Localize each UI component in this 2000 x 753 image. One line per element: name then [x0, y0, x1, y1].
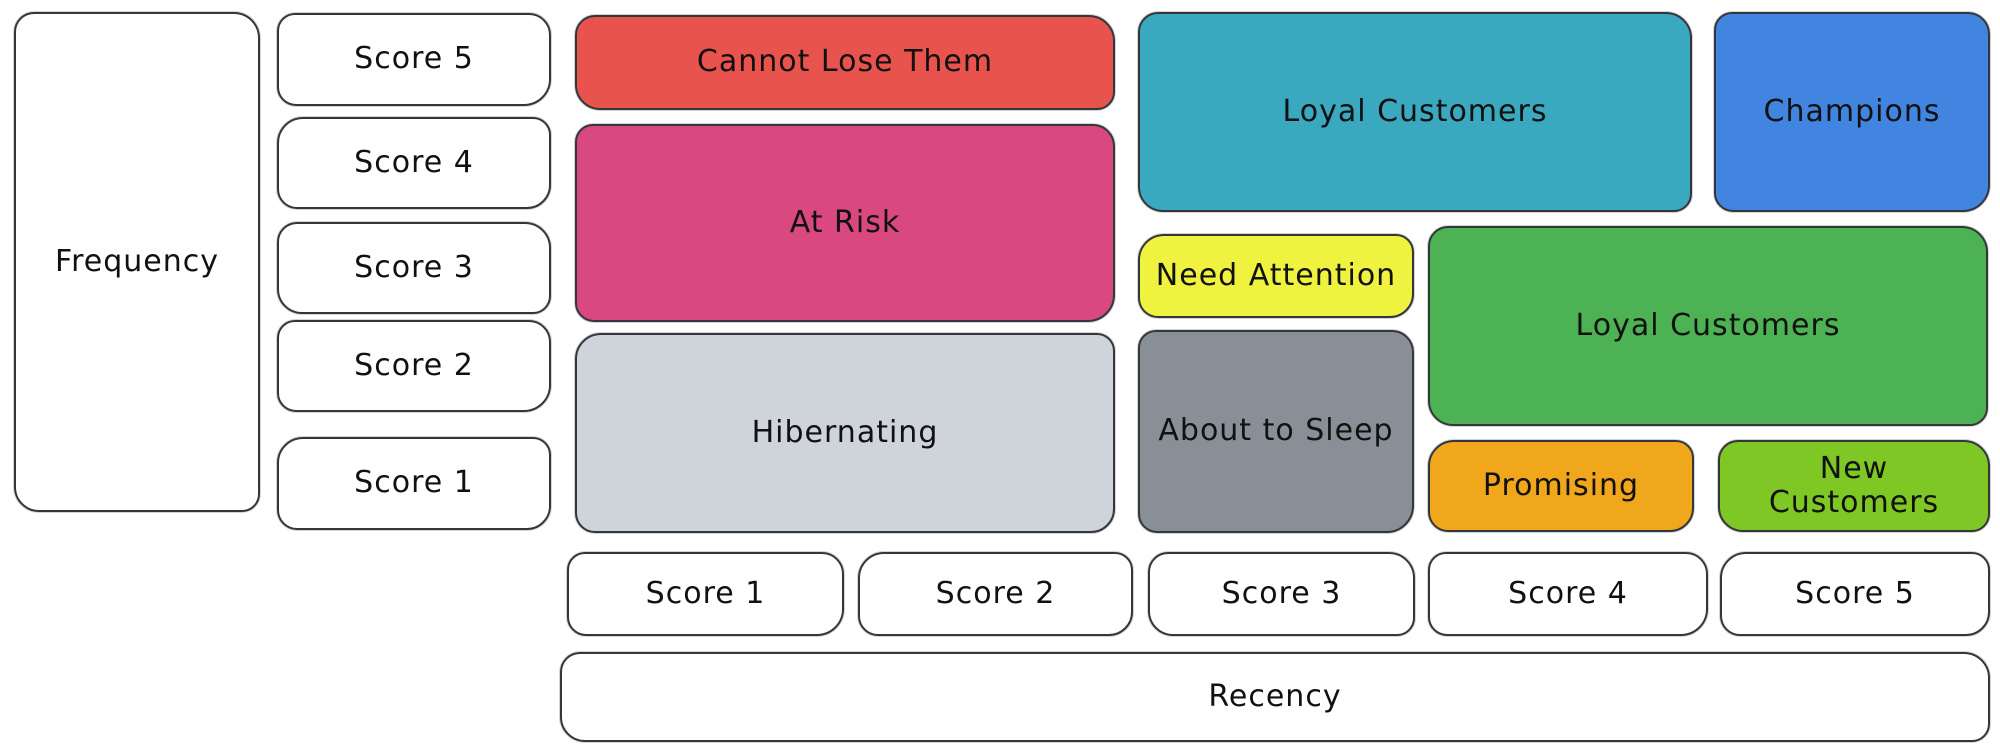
- segment-loyal-customers-top: Loyal Customers: [1138, 12, 1692, 212]
- frequency-score-box-1-label: Score 1: [354, 465, 474, 501]
- frequency-score-box-5-label: Score 5: [354, 41, 474, 77]
- segment-at-risk-label: At Risk: [789, 204, 901, 240]
- recency-score-box-4: Score 4: [1428, 552, 1708, 636]
- frequency-score-box-3: Score 3: [277, 222, 551, 314]
- frequency-axis-label-box-label: Frequency: [55, 243, 219, 279]
- frequency-score-box-5: Score 5: [277, 13, 551, 106]
- frequency-score-box-2-label: Score 2: [354, 347, 474, 383]
- frequency-score-box-1: Score 1: [277, 437, 551, 530]
- segment-hibernating-label: Hibernating: [751, 414, 939, 450]
- segment-about-to-sleep: About to Sleep: [1138, 330, 1414, 533]
- segment-new-customers-label: New Customers: [1768, 450, 1940, 520]
- recency-score-box-1-label: Score 1: [645, 575, 766, 611]
- recency-score-box-2: Score 2: [858, 552, 1133, 636]
- segment-promising: Promising: [1428, 440, 1694, 532]
- segment-champions-label: Champions: [1763, 93, 1941, 129]
- frequency-score-box-4-label: Score 4: [354, 144, 474, 180]
- segment-cannot-lose-them: Cannot Lose Them: [575, 15, 1115, 110]
- segment-promising-label: Promising: [1482, 467, 1640, 503]
- recency-score-box-5-label: Score 5: [1795, 575, 1915, 611]
- recency-score-box-5: Score 5: [1720, 552, 1990, 636]
- segment-at-risk: At Risk: [575, 124, 1115, 322]
- frequency-axis-label-box: Frequency: [14, 12, 260, 512]
- recency-score-box-1: Score 1: [567, 552, 844, 636]
- segment-loyal-customers-mid-label: Loyal Customers: [1575, 307, 1841, 343]
- segment-loyal-customers-top-label: Loyal Customers: [1282, 93, 1548, 129]
- segment-need-attention: Need Attention: [1138, 234, 1414, 318]
- frequency-score-box-3-label: Score 3: [354, 249, 474, 285]
- segment-cannot-lose-them-label: Cannot Lose Them: [696, 44, 994, 80]
- recency-score-box-3-label: Score 3: [1221, 575, 1342, 611]
- segment-new-customers: New Customers: [1718, 440, 1990, 532]
- frequency-score-box-4: Score 4: [277, 117, 551, 209]
- recency-axis-label-box: Recency: [560, 652, 1990, 742]
- segment-need-attention-label: Need Attention: [1155, 257, 1397, 293]
- segment-champions: Champions: [1714, 12, 1990, 212]
- segment-about-to-sleep-label: About to Sleep: [1158, 413, 1394, 449]
- recency-score-box-3: Score 3: [1148, 552, 1415, 636]
- segment-loyal-customers-mid: Loyal Customers: [1428, 226, 1988, 426]
- recency-score-box-2-label: Score 2: [935, 575, 1056, 611]
- frequency-score-box-2: Score 2: [277, 320, 551, 412]
- recency-axis-label-box-label: Recency: [1208, 678, 1342, 714]
- segment-hibernating: Hibernating: [575, 333, 1115, 533]
- recency-score-box-4-label: Score 4: [1508, 575, 1628, 611]
